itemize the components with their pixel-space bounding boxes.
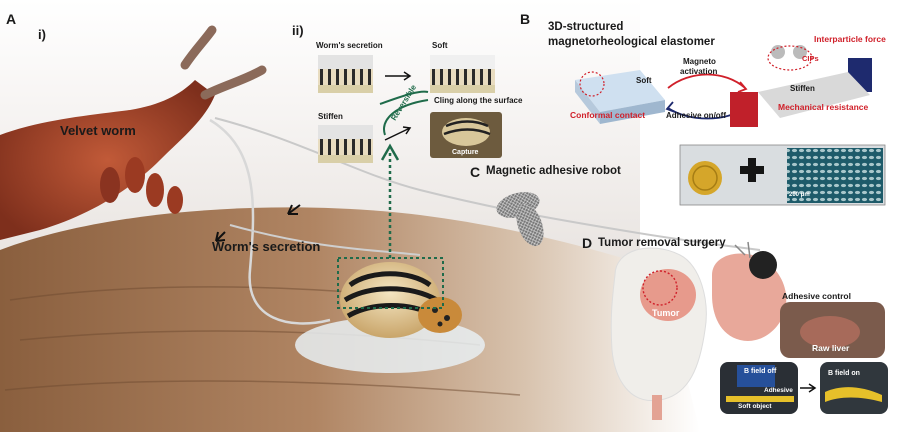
tumor-label: Tumor	[652, 308, 680, 318]
reversible-arrow	[383, 99, 429, 136]
ii-cling-label: Cling along the surface	[434, 96, 523, 105]
panel-a-ii-label: ii)	[292, 23, 304, 38]
mre-diagram	[575, 45, 872, 127]
scale-bar-label: 200 μm	[789, 192, 810, 198]
tile-stiffen	[318, 125, 373, 163]
panel-d-letter: D	[582, 235, 593, 251]
ii-stiffen-label: Stiffen	[318, 112, 343, 121]
magneto-line1: Magneto	[683, 57, 716, 66]
velvet-worm-label: Velvet worm	[60, 123, 136, 138]
soft-object-label: Soft object	[738, 403, 772, 410]
tile-soft	[430, 55, 495, 93]
ii-secretion-label: Worm's secretion	[316, 41, 383, 50]
conformal-contact-label: Conformal contact	[570, 110, 646, 120]
mechanical-resistance-label: Mechanical resistance	[778, 102, 869, 112]
adhesive-onoff-label: Adhesive on/off	[666, 111, 727, 120]
b-field-on-label: B field on	[828, 370, 860, 377]
worm-antenna	[180, 25, 217, 70]
panel-b-title-line2: magnetorheological elastomer	[548, 36, 715, 48]
adhesive-robot	[496, 192, 544, 247]
panel-b-letter: B	[520, 11, 531, 27]
tile-secretion	[318, 55, 373, 93]
velvet-worm-body	[0, 80, 215, 240]
cips-label: CIPs	[802, 54, 819, 63]
highlight-box	[337, 257, 444, 309]
panel-c-title: Magnetic adhesive robot	[486, 165, 621, 177]
raw-liver-label: Raw liver	[812, 343, 850, 353]
secretion-thread	[209, 118, 331, 325]
b-field-off-label: B field off	[744, 368, 777, 375]
mre-stiffen-label: Stiffen	[790, 84, 815, 93]
ii-soft-label: Soft	[432, 41, 448, 50]
sem-image	[787, 148, 883, 203]
worms-secretion-label: Worm's secretion	[212, 239, 321, 254]
magneto-line2: activation	[680, 67, 718, 76]
mre-soft-label: Soft	[636, 76, 652, 85]
panel-c-letter: C	[470, 164, 481, 180]
panel-b-title-line1: 3D-structured	[548, 21, 624, 33]
liver-illustration	[610, 241, 787, 420]
adhesive-label: Adhesive	[764, 387, 793, 394]
panel-a-letter: A	[6, 11, 17, 27]
secretion-arrow	[287, 204, 301, 215]
adhesive-control-label: Adhesive control	[782, 291, 851, 301]
interparticle-label: Interparticle force	[814, 34, 886, 44]
panel-a-i-label: i)	[38, 27, 46, 42]
beetle	[340, 262, 440, 338]
panel-d-title: Tumor removal surgery	[598, 237, 726, 249]
ii-capture-label: Capture	[452, 149, 479, 156]
